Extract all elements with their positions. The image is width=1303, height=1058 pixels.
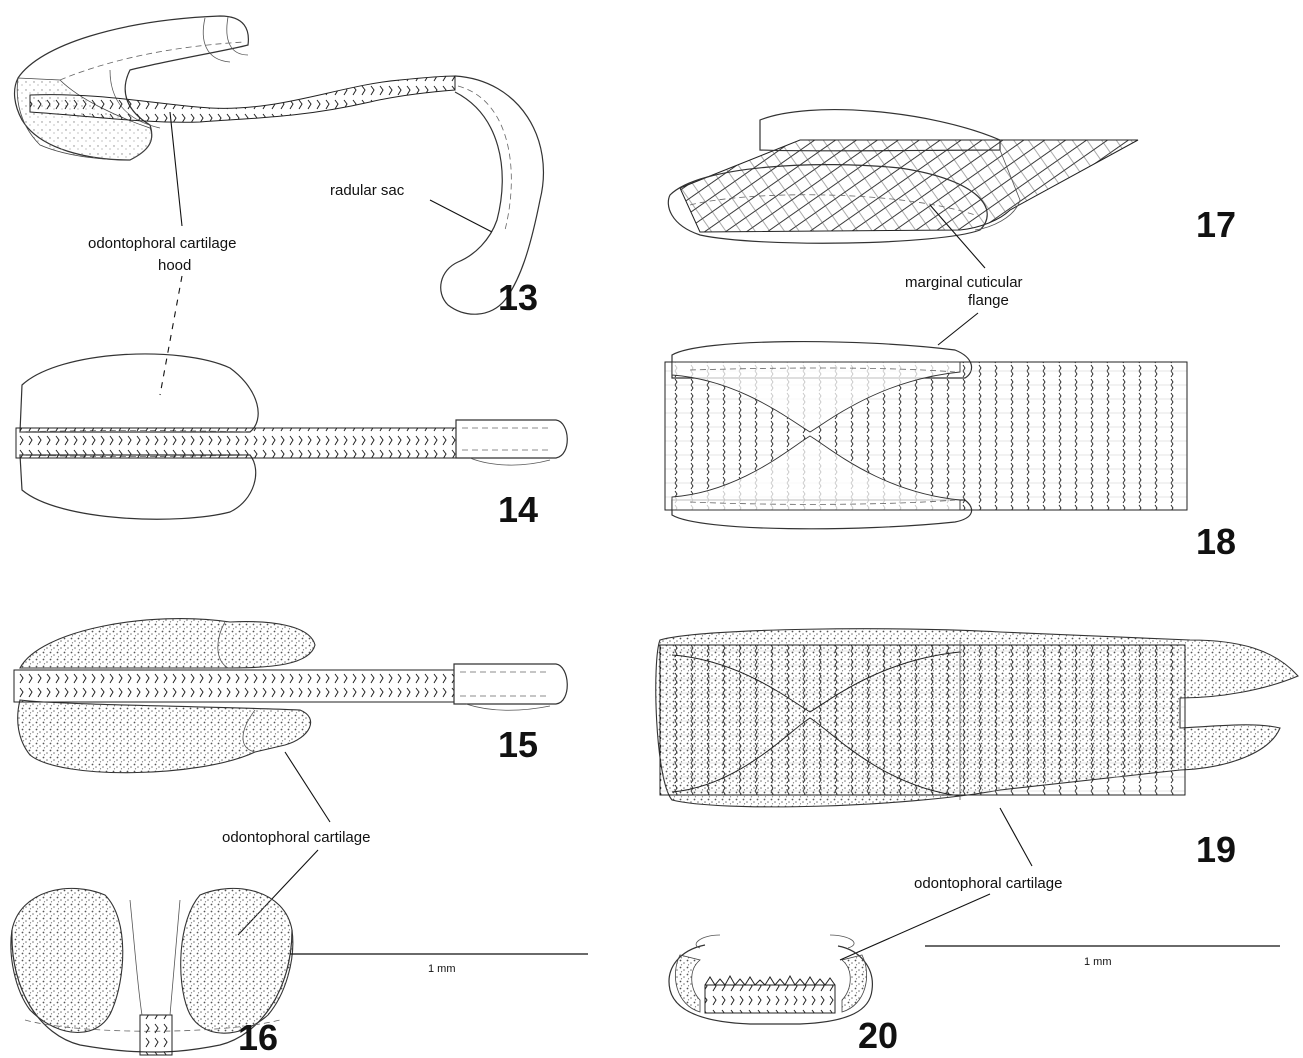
figure-number-17: 17	[1196, 204, 1236, 245]
cartilage-leader-19	[1000, 808, 1032, 866]
hood-leader-upper	[170, 112, 182, 226]
figure-13-drawing	[15, 16, 544, 314]
figure-number-14: 14	[498, 489, 538, 530]
figure-20-drawing	[669, 935, 872, 1024]
marginal-cuticular-flange-label-line2: flange	[968, 292, 1009, 309]
scale-bar-right-label: 1 mm	[1084, 956, 1112, 968]
flange-leader-18	[938, 313, 978, 345]
figure-number-13: 13	[498, 277, 538, 318]
radular-sac-leader	[430, 200, 492, 232]
marginal-cuticular-flange-label-line1: marginal cuticular	[905, 274, 1023, 291]
radular-sac-label: radular sac	[330, 182, 405, 199]
odontophoral-cartilage-hood-label-line1: odontophoral cartilage	[88, 235, 236, 252]
cartilage-leader-20	[840, 894, 990, 960]
figure-number-19: 19	[1196, 829, 1236, 870]
figure-number-18: 18	[1196, 521, 1236, 562]
figure-number-16: 16	[238, 1017, 278, 1058]
figure-number-20: 20	[858, 1015, 898, 1056]
figure-18-drawing	[665, 342, 1187, 529]
figure-number-15: 15	[498, 724, 538, 765]
hood-leader-lower	[160, 276, 182, 395]
figure-15-drawing	[14, 619, 567, 773]
scale-bar-left-label: 1 mm	[428, 963, 456, 975]
odontophoral-cartilage-label-left: odontophoral cartilage	[222, 829, 370, 846]
figure-14-drawing	[16, 354, 567, 519]
odontophoral-cartilage-hood-label-line2: hood	[158, 257, 191, 274]
figure-19-drawing	[656, 629, 1298, 807]
figure-17-drawing	[668, 110, 1138, 244]
cartilage-leader-15	[285, 752, 330, 822]
odontophoral-cartilage-label-right: odontophoral cartilage	[914, 875, 1062, 892]
